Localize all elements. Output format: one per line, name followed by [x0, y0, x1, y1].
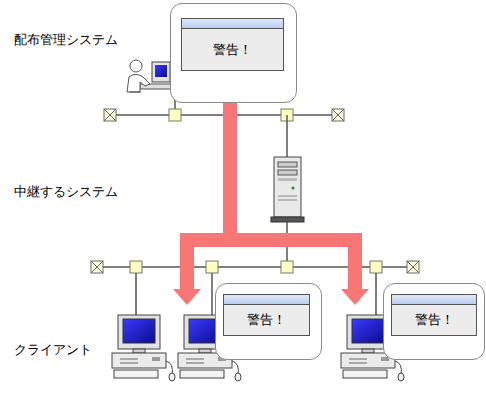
warning-window: 警告！ — [223, 294, 310, 336]
arrow-head — [173, 289, 201, 305]
system-label: 中継するシステム — [14, 183, 118, 201]
window-title-bar — [182, 19, 283, 29]
warning-text: 警告！ — [247, 311, 286, 329]
callout-bubble: 警告！ — [383, 283, 485, 360]
arrow-band — [230, 88, 355, 289]
window-body: 警告！ — [392, 305, 476, 335]
distribution-arrow — [230, 88, 369, 305]
callout-bubble: 警告！ — [170, 3, 297, 103]
system-label: 配布管理システム — [14, 31, 118, 49]
warning-window: 警告！ — [391, 294, 477, 336]
callout-bubble: 警告！ — [215, 283, 322, 360]
window-title-bar — [392, 295, 476, 305]
arrow-band — [187, 88, 230, 289]
warning-window: 警告！ — [181, 18, 284, 71]
warning-text: 警告！ — [213, 41, 252, 59]
system-label: クライアント — [14, 341, 92, 359]
window-body: 警告！ — [224, 305, 309, 335]
window-title-bar — [224, 295, 309, 305]
window-body: 警告！ — [182, 29, 283, 70]
distribution-arrow — [173, 88, 230, 305]
warning-text: 警告！ — [415, 311, 454, 329]
arrow-head — [341, 289, 369, 305]
